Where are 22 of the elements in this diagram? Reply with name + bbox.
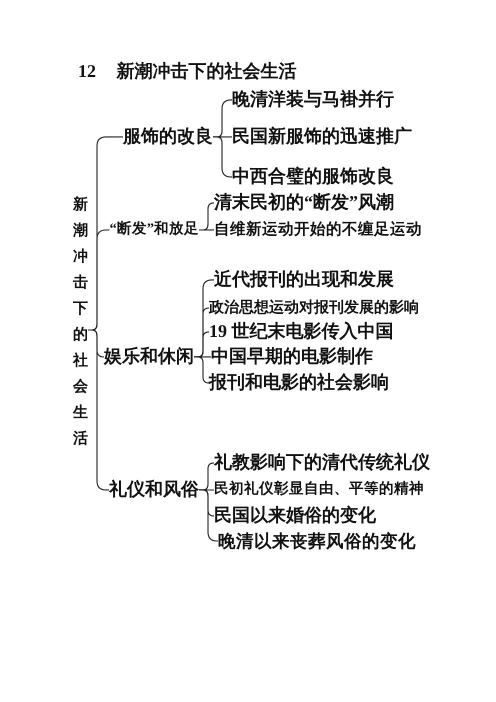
topic-label: 新潮冲击下的社会生活 bbox=[73, 192, 88, 452]
category-label: 服饰的改良 bbox=[123, 126, 213, 148]
item-label: 报刊和电影的社会影响 bbox=[209, 372, 389, 394]
item-label: 晚清以来丧葬风俗的变化 bbox=[218, 530, 416, 552]
item-label: 中国早期的电影制作 bbox=[211, 346, 373, 368]
item-label: 礼教影响下的清代传统礼仪 bbox=[214, 452, 430, 474]
brace-connector bbox=[199, 229, 214, 231]
brace-connector bbox=[194, 356, 210, 384]
category-label: 娱乐和休闲 bbox=[104, 346, 194, 368]
item-label: 民初礼仪彰显自由、平等的精神 bbox=[214, 481, 424, 499]
item-label: 19 世纪末电影传入中国 bbox=[209, 321, 394, 343]
item-label: 民国以来婚俗的变化 bbox=[214, 505, 376, 527]
item-label: 晚清洋装与马褂并行 bbox=[232, 89, 394, 111]
item-label: 民国新服饰的迅速推广 bbox=[232, 126, 412, 148]
item-label: 清末民初的“断发”风潮 bbox=[214, 192, 394, 214]
category-label: “断发”和放足 bbox=[110, 221, 199, 239]
item-label: 中西合璧的服饰改良 bbox=[232, 166, 394, 188]
item-label: 自维新运动开始的不缠足运动 bbox=[214, 220, 422, 240]
heading: 12 新潮冲击下的社会生活 bbox=[78, 61, 296, 83]
item-label: 政治思想运动对报刊发展的影响 bbox=[209, 299, 419, 317]
item-label: 近代报刊的出现和发展 bbox=[214, 269, 394, 291]
category-label: 礼仪和风俗 bbox=[109, 479, 199, 501]
